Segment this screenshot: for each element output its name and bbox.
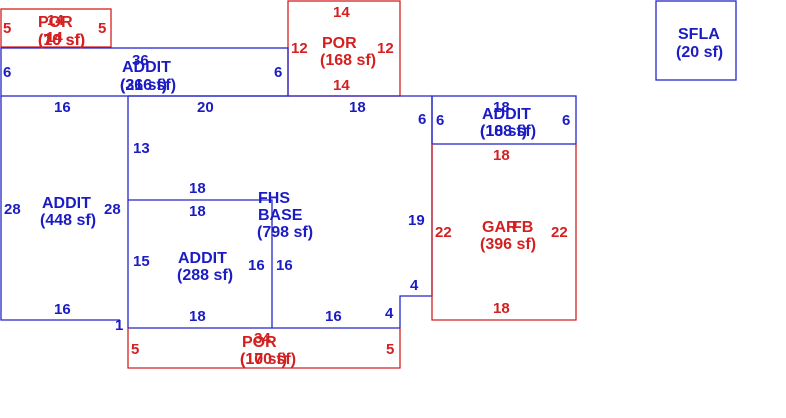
- dim-label: 16: [325, 308, 342, 325]
- area-size: (216 sf): [120, 77, 176, 94]
- area-size: (396 sf): [480, 236, 536, 253]
- dim-label: 15: [133, 253, 150, 270]
- dim-label: 5: [3, 20, 11, 37]
- dim-label: 22: [551, 224, 568, 241]
- area-addit-right: 18 ADDIT (108 sf) (18 sf) 6 6: [436, 99, 570, 140]
- dim-label: 18: [493, 147, 510, 164]
- area-size: (448 sf): [40, 212, 96, 229]
- area-size: (70 sf): [38, 32, 85, 49]
- dim-label: 28: [4, 201, 21, 218]
- dim-label: 4: [385, 305, 394, 322]
- dim-label: 6: [3, 64, 11, 81]
- area-size: (168 sf): [320, 52, 376, 69]
- dim-label: 34: [254, 330, 271, 347]
- dim-label: 16: [54, 301, 71, 318]
- dim-label: 14: [46, 29, 63, 46]
- area-size-overlap: (10 sf): [240, 351, 287, 368]
- dim-label: 13: [133, 140, 150, 157]
- area-name: ADDIT: [122, 59, 171, 76]
- dim-label: 16: [276, 257, 293, 274]
- por-top-left-outline: [0, 8, 112, 48]
- area-addit-top: 36 ADDIT (216 sf) (36 sf) 6 6: [3, 52, 282, 94]
- area-name: POR: [242, 334, 277, 351]
- area-addit-mid: 18 18 15 ADDIT (288 sf) 16 18: [133, 180, 265, 325]
- area-garage: 18 GAR FB (396 sf) 22 22 18: [435, 147, 568, 317]
- area-por-top-left: POR 14 (70 sf) (10 sf) 5 5 14: [3, 12, 106, 49]
- dim-label: 18: [189, 203, 206, 220]
- area-name-overlap: FB: [512, 219, 533, 236]
- dim-label: 16: [248, 257, 265, 274]
- area-size-overlap: (36 sf): [120, 77, 167, 94]
- dim-label: 18: [493, 99, 510, 116]
- area-name: FHS: [258, 190, 290, 207]
- area-sfla: SFLA (20 sf): [676, 26, 723, 61]
- dim-label: 5: [98, 20, 106, 37]
- dim-label: 18: [493, 300, 510, 317]
- area-name: POR: [322, 35, 357, 52]
- area-addit-left: 16 ADDIT (448 sf) 28 28 16 1: [4, 99, 123, 334]
- dim-label: 12: [377, 40, 394, 57]
- area-name-line2: BASE: [258, 207, 303, 224]
- area-name: ADDIT: [178, 250, 227, 267]
- area-por-bottom: 34 POR (170 sf) (10 sf) 5 5: [131, 330, 394, 368]
- area-por-top-center: 14 POR (168 sf) 12 12 14: [291, 4, 394, 94]
- dim-label: 14: [333, 4, 350, 21]
- dim-label: 6: [562, 112, 570, 129]
- dim-label: 16: [54, 99, 71, 116]
- dim-label: 22: [435, 224, 452, 241]
- area-name: POR: [38, 14, 73, 31]
- dim-label: 36: [132, 52, 149, 69]
- dim-label: 14: [47, 12, 64, 29]
- dim-label: 5: [386, 341, 394, 358]
- area-size: (170 sf): [240, 351, 296, 368]
- area-fhs-base: 20 18 13 FHS BASE (798 sf) 19 6 16 4 4 1…: [133, 99, 426, 325]
- area-size-overlap: (10 sf): [38, 32, 85, 49]
- garage-outline: [431, 144, 577, 321]
- dim-label: 18: [349, 99, 366, 116]
- area-size: (20 sf): [676, 44, 723, 61]
- area-name: SFLA: [678, 26, 720, 43]
- dim-label: 6: [436, 112, 444, 129]
- dim-label: 4: [410, 277, 419, 294]
- dim-label: 6: [418, 111, 426, 128]
- area-size: (288 sf): [177, 267, 233, 284]
- area-name: GAR: [482, 219, 518, 236]
- dim-label: 18: [189, 180, 206, 197]
- area-size: (798 sf): [257, 224, 313, 241]
- dim-label: 19: [408, 212, 425, 229]
- dim-label: 1: [115, 317, 123, 334]
- addit-left-outline: [0, 96, 120, 321]
- dim-label: 5: [131, 341, 139, 358]
- dim-label: 18: [189, 308, 206, 325]
- dim-label: 12: [291, 40, 308, 57]
- dim-label: 6: [274, 64, 282, 81]
- dim-label: 20: [197, 99, 214, 116]
- addit-right-outline: [431, 95, 577, 145]
- area-name: ADDIT: [42, 195, 91, 212]
- addit-mid-outline: [128, 199, 273, 328]
- dim-label: 28: [104, 201, 121, 218]
- dim-label: 14: [333, 77, 350, 94]
- area-size-overlap: (18 sf): [480, 123, 527, 140]
- sfla-outline: [655, 0, 737, 81]
- area-size: (108 sf): [480, 123, 536, 140]
- por-bottom-outline: [127, 328, 401, 369]
- area-name: ADDIT: [482, 106, 531, 123]
